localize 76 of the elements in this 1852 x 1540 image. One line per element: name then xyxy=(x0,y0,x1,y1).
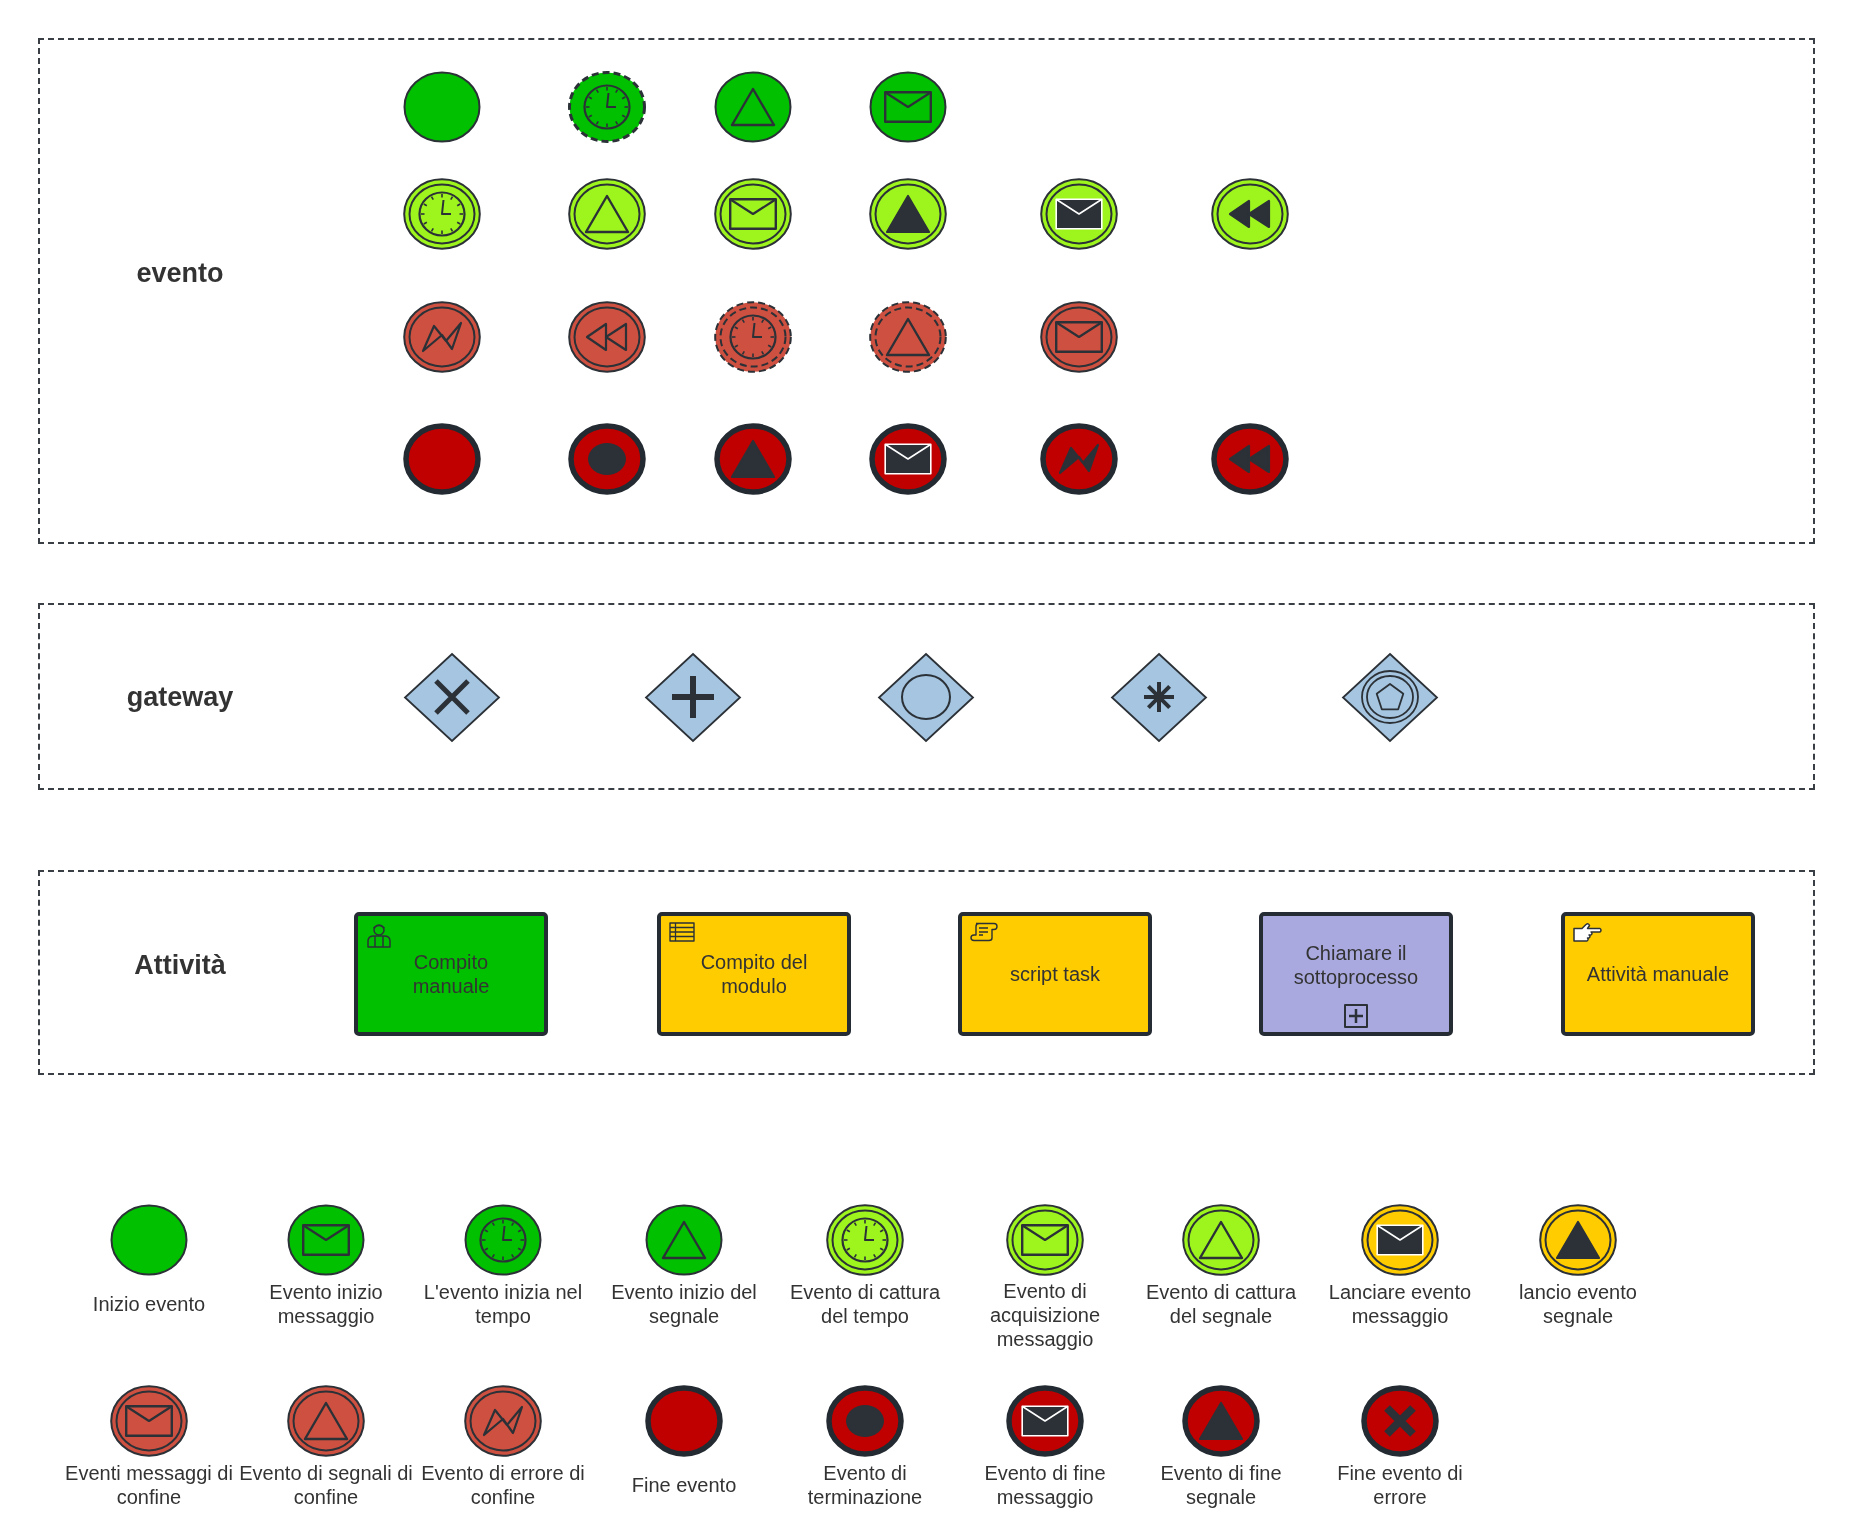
event-circle xyxy=(869,178,947,250)
event-caption: Fine evento di errore xyxy=(1336,1461,1464,1509)
task-box xyxy=(958,912,1152,1036)
gateway-diamond xyxy=(645,652,741,742)
event-circle xyxy=(1182,1204,1260,1276)
event-circle xyxy=(1040,178,1118,250)
event-circle xyxy=(568,301,646,373)
event-circle xyxy=(403,423,481,495)
event-caption: Evento di terminazione xyxy=(806,1461,924,1509)
event-circle xyxy=(1040,423,1118,495)
event-circle xyxy=(464,1204,542,1276)
event-circle xyxy=(1361,1385,1439,1457)
event-circle xyxy=(1182,1385,1260,1457)
event-caption: Evento inizio messaggio xyxy=(268,1280,384,1328)
event-caption: Evento di cattura del segnale xyxy=(1144,1280,1298,1328)
event-circle xyxy=(826,1385,904,1457)
gateway-diamond xyxy=(878,652,974,742)
event-circle xyxy=(826,1204,904,1276)
group-title: evento xyxy=(136,257,224,289)
event-circle xyxy=(1006,1204,1084,1276)
task-box xyxy=(657,912,851,1036)
event-caption: lancio evento segnale xyxy=(1518,1280,1638,1328)
group-frame xyxy=(38,38,1815,544)
gateway-diamond xyxy=(1111,652,1207,742)
event-circle xyxy=(714,423,792,495)
group-title: Attività xyxy=(134,949,226,981)
event-circle xyxy=(1539,1204,1617,1276)
event-circle xyxy=(714,178,792,250)
event-caption: Evento inizio del segnale xyxy=(610,1280,758,1328)
event-circle xyxy=(568,71,646,143)
group-frame xyxy=(38,603,1815,790)
task-label: script task xyxy=(1010,962,1100,986)
event-circle xyxy=(568,178,646,250)
event-caption: Evento di errore di confine xyxy=(420,1461,586,1509)
task-box xyxy=(354,912,548,1036)
event-caption: Evento di fine segnale xyxy=(1159,1461,1283,1509)
event-circle xyxy=(645,1204,723,1276)
event-caption: Evento di segnali di confine xyxy=(238,1461,414,1509)
event-caption: Evento di fine messaggio xyxy=(983,1461,1107,1509)
event-caption: Evento di acquisizione messaggio xyxy=(988,1279,1102,1351)
event-circle xyxy=(403,301,481,373)
event-circle xyxy=(403,71,481,143)
event-circle xyxy=(869,301,947,373)
event-caption: Eventi messaggi di confine xyxy=(64,1461,234,1509)
event-circle xyxy=(110,1204,188,1276)
group-frame xyxy=(38,870,1815,1075)
event-caption: Fine evento xyxy=(631,1473,737,1497)
task-label: Attività manuale xyxy=(1586,962,1730,986)
event-circle xyxy=(464,1385,542,1457)
event-caption: Inizio evento xyxy=(92,1292,206,1316)
task-label: Compito manuale xyxy=(411,950,491,998)
event-circle xyxy=(1361,1204,1439,1276)
event-circle xyxy=(287,1204,365,1276)
event-circle xyxy=(1211,423,1289,495)
task-box xyxy=(1561,912,1755,1036)
event-circle xyxy=(287,1385,365,1457)
task-box xyxy=(1259,912,1453,1036)
task-label: Chiamare il sottoprocesso xyxy=(1292,941,1420,989)
event-circle xyxy=(568,423,646,495)
group-title: gateway xyxy=(126,681,234,713)
event-circle xyxy=(714,71,792,143)
gateway-diamond xyxy=(1342,652,1438,742)
event-circle xyxy=(869,71,947,143)
event-circle xyxy=(869,423,947,495)
task-label: Compito del modulo xyxy=(699,950,809,998)
event-circle xyxy=(714,301,792,373)
event-circle xyxy=(403,178,481,250)
event-caption: Evento di cattura del tempo xyxy=(788,1280,942,1328)
event-circle xyxy=(1040,301,1118,373)
event-caption: Lanciare evento messaggio xyxy=(1327,1280,1473,1328)
event-circle xyxy=(645,1385,723,1457)
event-circle xyxy=(1006,1385,1084,1457)
event-caption: L'evento inizia nel tempo xyxy=(422,1280,584,1328)
event-circle xyxy=(1211,178,1289,250)
event-circle xyxy=(110,1385,188,1457)
gateway-diamond xyxy=(404,652,500,742)
